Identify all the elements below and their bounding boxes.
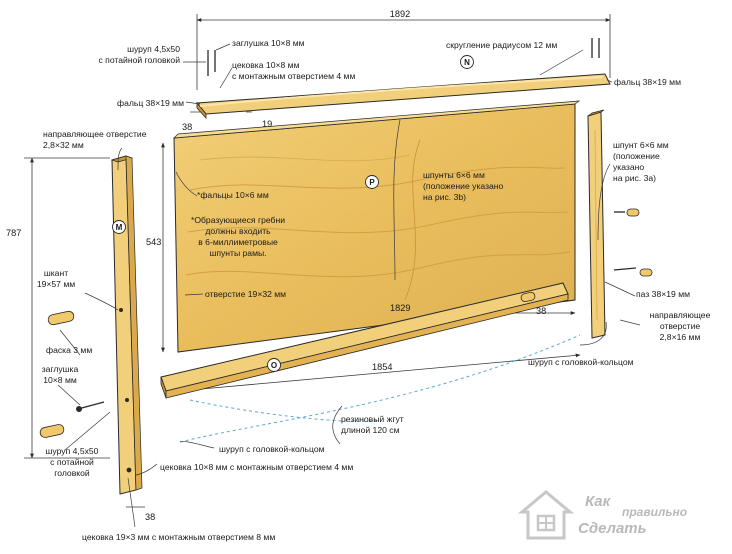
label-slot: паз 38×19 мм	[636, 289, 690, 299]
label-guide-hole-right-1: направляющее	[650, 310, 711, 320]
label-ridges-note-2: должны входить	[205, 226, 271, 236]
label-groove-right-3: указано	[613, 162, 644, 172]
label-ridges-note-1: *Образующиеся гребни	[191, 215, 285, 225]
dimension-values: 1892 787 543 1829 1854 38 38 19 38	[6, 9, 546, 522]
label-rebates-panel: *фальцы 10×6 мм	[197, 190, 269, 200]
bottom-rail-part	[160, 282, 569, 399]
watermark-line-1: Как	[585, 493, 612, 510]
label-plug-left-2: 10×8 мм	[43, 375, 77, 385]
label-rubber-cord-1: резиновый жгут	[341, 414, 404, 424]
dim-top-section-h: 19	[262, 119, 272, 129]
label-rounding: скругление радиусом 12 мм	[446, 40, 557, 50]
dowel-parts	[39, 208, 653, 438]
label-eye-screw-left: шуруп с головкой-кольцом	[219, 444, 325, 454]
part-marker-panel: P	[365, 175, 379, 189]
label-screw-top-2: с потайной головкой	[99, 55, 181, 65]
label-plug-left-1: заглушка	[42, 364, 79, 374]
label-grooves-center-1: шпунты 6×6 мм	[423, 170, 485, 180]
dim-panel-width: 1829	[390, 303, 410, 313]
marker-o-label: O	[271, 361, 277, 370]
dim-top-section-w: 38	[182, 122, 192, 132]
dim-rail-section: 38	[536, 306, 546, 316]
label-plug-top: заглушка 10×8 мм	[232, 38, 305, 48]
dim-side-height: 787	[6, 228, 21, 238]
label-groove-right-1: шпунт 6×6 мм	[613, 140, 669, 150]
label-guide-hole-right-2: отверстие	[660, 321, 701, 331]
label-counterbore-top-2: с монтажным отверстием 4 мм	[232, 71, 355, 81]
marker-m-label: M	[116, 223, 123, 232]
left-stile-part	[110, 155, 143, 495]
site-watermark: Как правильно Сделать	[517, 490, 687, 540]
label-grooves-center-2: (положение указано	[423, 181, 504, 191]
right-stile-part	[587, 109, 606, 339]
label-counterbore-bottom: цековка 10×8 мм с монтажным отверстием 4…	[160, 462, 353, 472]
watermark-line-2: правильно	[622, 505, 687, 519]
label-rebate-left: фальц 38×19 мм	[117, 98, 184, 108]
label-ridges-note-4: шпунты рамы.	[209, 248, 266, 258]
label-screw-left-1: шуруп 4,5х50	[46, 446, 99, 456]
leader-lines	[57, 43, 641, 528]
dim-top-width: 1892	[390, 9, 410, 19]
top-rail-part	[196, 73, 611, 120]
label-guide-hole-left-1: направляющее отверстие	[43, 129, 147, 139]
label-chamfer: фаска 3 мм	[46, 345, 92, 355]
dim-bottom-gap: 38	[145, 512, 155, 522]
label-rebate-right: фальц 38×19 мм	[614, 77, 681, 87]
label-screw-left-2: с потайной	[50, 457, 94, 467]
label-hole-19x32: отверстие 19×32 мм	[205, 289, 286, 299]
panel-part	[173, 100, 581, 353]
label-grooves-center-3: на рис. 3b)	[423, 192, 466, 202]
label-rubber-cord-2: длиной 120 см	[341, 425, 400, 435]
label-guide-hole-left-2: 2,8×32 мм	[43, 140, 84, 150]
screws	[77, 38, 637, 410]
part-marker-side: M	[112, 220, 126, 234]
label-counterbore-top-1: цековка 10×8 мм	[232, 60, 300, 70]
house-logo-icon	[517, 490, 575, 540]
label-eye-screw-right: шуруп с головкой-кольцом	[528, 357, 634, 367]
rubber-cord	[179, 334, 581, 443]
dim-bottom-width: 1854	[372, 362, 392, 372]
part-marker-bottom: O	[267, 358, 281, 372]
label-ridges-note-3: в 6-миллиметровые	[198, 237, 278, 247]
label-dowel-2: 19×57 мм	[37, 279, 75, 289]
label-groove-right-4: на рис. 3а)	[613, 173, 656, 183]
dim-panel-height: 543	[146, 237, 161, 247]
label-screw-top-1: шуруп 4,5х50	[127, 44, 180, 54]
label-counterbore-large: цековка 19×3 мм с монтажным отверстием 8…	[82, 532, 275, 542]
label-screw-left-3: головкой	[54, 468, 90, 478]
callout-labels: шуруп 4,5х50 с потайной головкой заглушк…	[37, 38, 711, 542]
marker-n-label: N	[464, 58, 470, 67]
watermark-line-3: Сделать	[578, 520, 647, 537]
label-dowel-1: шкант	[44, 268, 68, 278]
label-groove-right-2: (положение	[613, 151, 660, 161]
marker-p-label: P	[369, 178, 375, 187]
label-guide-hole-right-3: 2,8×16 мм	[660, 332, 701, 342]
part-marker-top: N	[460, 55, 474, 69]
